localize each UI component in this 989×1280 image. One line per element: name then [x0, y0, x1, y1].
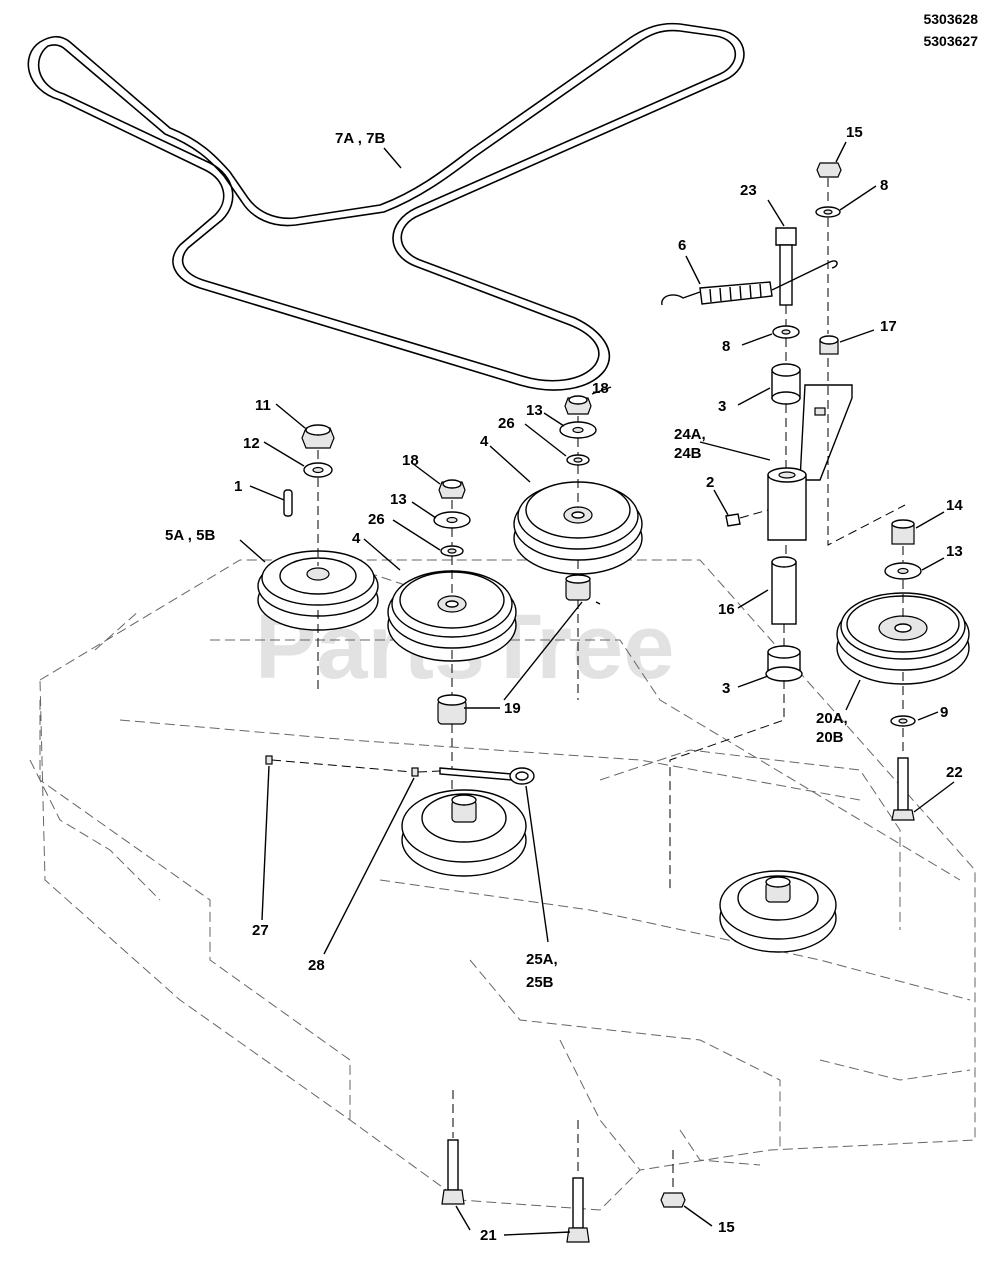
callout-18-left: 18 [402, 452, 419, 469]
callout-21: 21 [480, 1227, 497, 1244]
pin-1 [283, 489, 293, 517]
leader-lines [239, 141, 955, 1236]
spacer-16 [771, 556, 797, 625]
washer-13-left [433, 511, 471, 529]
bushing-17 [819, 335, 839, 355]
washer-13-right-pulley [884, 562, 922, 580]
callout-27: 27 [252, 922, 269, 939]
spacer-19-right [565, 574, 591, 601]
callout-19: 19 [504, 700, 521, 717]
callout-26-left: 26 [368, 511, 385, 528]
callout-13-left: 13 [390, 491, 407, 508]
nut-18-right [564, 395, 592, 415]
callout-7: 7A , 7B [335, 130, 385, 147]
callout-4-left: 4 [352, 530, 361, 547]
callout-1: 1 [234, 478, 242, 495]
callout-4-right: 4 [480, 433, 489, 450]
callout-8-right: 8 [880, 177, 888, 194]
washer-13-right [559, 421, 597, 439]
callout-24-line2: 24B [674, 445, 702, 462]
callout-17: 17 [880, 318, 897, 335]
spring-6 [661, 260, 838, 306]
washer-26-right [566, 454, 590, 466]
washer-12 [303, 462, 333, 478]
callout-13-right: 13 [526, 402, 543, 419]
callout-20-line2: 20B [816, 729, 844, 746]
callout-28: 28 [308, 957, 325, 974]
grease-fitting-2 [725, 513, 741, 527]
pulley-5 [257, 550, 379, 631]
bolt-23 [775, 227, 797, 306]
idler-pulley-4-left [387, 570, 517, 662]
bushing-3-top [771, 363, 801, 405]
callout-23: 23 [740, 182, 757, 199]
callout-11: 11 [255, 397, 271, 414]
washer-9 [890, 715, 916, 727]
nut-11 [301, 424, 335, 449]
callout-24-line1: 24A, [674, 426, 706, 443]
callout-25-line2: 25B [526, 974, 554, 991]
nut-15-bottom [660, 1192, 686, 1208]
bushing-3-bottom [765, 645, 803, 682]
callout-3-top: 3 [718, 398, 726, 415]
bolt-22 [891, 757, 915, 821]
idler-pulley-4-right [513, 481, 643, 575]
washer-8-left [772, 325, 800, 339]
washer-26-left [440, 545, 464, 557]
bolt-21-left [441, 1139, 465, 1205]
callout-8-left: 8 [722, 338, 730, 355]
callout-2: 2 [706, 474, 714, 491]
clip-27 [265, 755, 273, 765]
part-number-5303627: 5303627 [923, 33, 978, 49]
callout-15-top: 15 [846, 124, 863, 141]
part-number-5303628: 5303628 [923, 11, 978, 27]
callout-26-right: 26 [498, 415, 515, 432]
callout-5: 5A , 5B [165, 527, 215, 544]
spindle-pulley-right [719, 870, 837, 953]
drive-belt [27, 22, 745, 391]
spindle-pulley-center [401, 789, 527, 877]
callout-3-bottom: 3 [722, 680, 730, 697]
callout-18-right: 18 [592, 380, 609, 397]
adjustment-rod-25 [439, 767, 535, 785]
idler-pulley-20 [836, 592, 970, 685]
callout-16: 16 [718, 601, 735, 618]
nut-18-left [438, 479, 466, 499]
callout-14: 14 [946, 497, 963, 514]
clip-28 [411, 767, 419, 777]
callout-13-pulley20: 13 [946, 543, 963, 560]
spacer-14 [891, 519, 915, 545]
washer-8-right [815, 206, 841, 218]
callout-25-line1: 25A, [526, 951, 558, 968]
callout-22: 22 [946, 764, 963, 781]
callout-6: 6 [678, 237, 686, 254]
callout-9: 9 [940, 704, 948, 721]
bolt-21-right [566, 1177, 590, 1243]
idler-arm-24 [767, 384, 853, 541]
nut-15-top [816, 162, 842, 178]
spacer-19-left [437, 694, 467, 725]
callout-15-bottom: 15 [718, 1219, 735, 1236]
callout-labels: 7A , 7B 11 12 1 5A , 5B 18 13 26 4 18 13… [165, 124, 963, 1244]
callout-12: 12 [243, 435, 260, 452]
callout-20-line1: 20A, [816, 710, 848, 727]
